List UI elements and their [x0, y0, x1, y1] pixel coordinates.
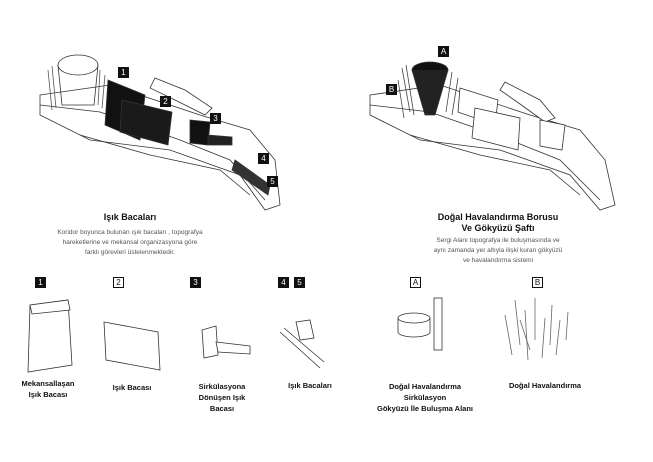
marker-A: A: [438, 46, 449, 57]
marker-B: B: [386, 84, 397, 95]
left-title: Işık Bacaları: [103, 212, 157, 222]
caption-line: Mekansallaşan: [21, 379, 75, 388]
right-title: Doğal Havalandırma Borusu Ve Gökyüzü Şaf…: [398, 212, 598, 234]
component-badge-3: 3: [190, 277, 201, 288]
marker-5: 5: [267, 176, 278, 187]
title-line: Doğal Havalandırma Borusu: [437, 212, 559, 222]
caption-45: Işık Bacaları: [255, 380, 365, 391]
desc-line: Koridor boyunca bulunan ışık bacaları , …: [57, 229, 203, 236]
caption-2: Işık Bacası: [77, 382, 187, 393]
caption-B: Doğal Havalandırma: [490, 380, 600, 391]
caption-line: Sirkülasyon: [403, 393, 447, 402]
desc-line: Sergi Alanı topografya ile buluşmasında …: [436, 237, 560, 244]
component-2-drawing: [103, 321, 161, 371]
caption-line: Doğal Havalandırma: [508, 381, 582, 390]
desc-line: ve havalandırma sistemi: [462, 257, 534, 264]
component-1-drawing: [27, 299, 73, 373]
component-badge-B: B: [532, 277, 543, 288]
caption-line: Doğal Havalandırma: [388, 382, 462, 391]
desc-line: farklı görevleri üstelenmektedir.: [85, 249, 175, 256]
component-badge-2: 2: [113, 277, 124, 288]
right-building-axonometric: [369, 61, 616, 211]
component-A-drawing: [397, 297, 443, 351]
left-description: Koridor boyunca bulunan ışık bacaları , …: [20, 228, 240, 258]
desc-line: aynı zamanda yer altıyla ilişki kuran gö…: [433, 247, 563, 254]
caption-3: Sirkülasyona Dönüşen Işık Bacası: [167, 381, 277, 414]
caption-line: Bacası: [209, 404, 235, 413]
component-3-drawing: [201, 325, 251, 359]
component-badge-5: 5: [294, 277, 305, 288]
title-line: Ve Gökyüzü Şaftı: [461, 223, 535, 233]
left-building-axonometric: [39, 54, 281, 211]
caption-line: Gökyüzü İle Buluşma Alanı: [377, 404, 473, 413]
component-badge-1: 1: [35, 277, 46, 288]
marker-4: 4: [258, 153, 269, 164]
marker-1: 1: [118, 67, 129, 78]
component-badge-4: 4: [278, 277, 289, 288]
caption-A: Doğal Havalandırma Sirkülasyon Gökyüzü İ…: [370, 381, 480, 414]
caption-line: Sirkülasyona: [198, 382, 246, 391]
marker-2: 2: [160, 96, 171, 107]
marker-3: 3: [210, 113, 221, 124]
component-badge-A: A: [410, 277, 421, 288]
component-45-drawing: [279, 319, 325, 369]
caption-line: Dönüşen Işık: [198, 393, 246, 402]
desc-line: hareketlerine ve mekansal organizasyona …: [62, 239, 198, 246]
right-description: Sergi Alanı topografya ile buluşmasında …: [388, 236, 608, 266]
caption-line: Işık Bacası: [28, 390, 68, 399]
caption-line: Işık Bacası: [112, 383, 152, 392]
component-B-drawing: [504, 298, 569, 361]
caption-line: Işık Bacaları: [288, 381, 332, 390]
caption-1: Mekansallaşan Işık Bacası: [0, 378, 103, 400]
